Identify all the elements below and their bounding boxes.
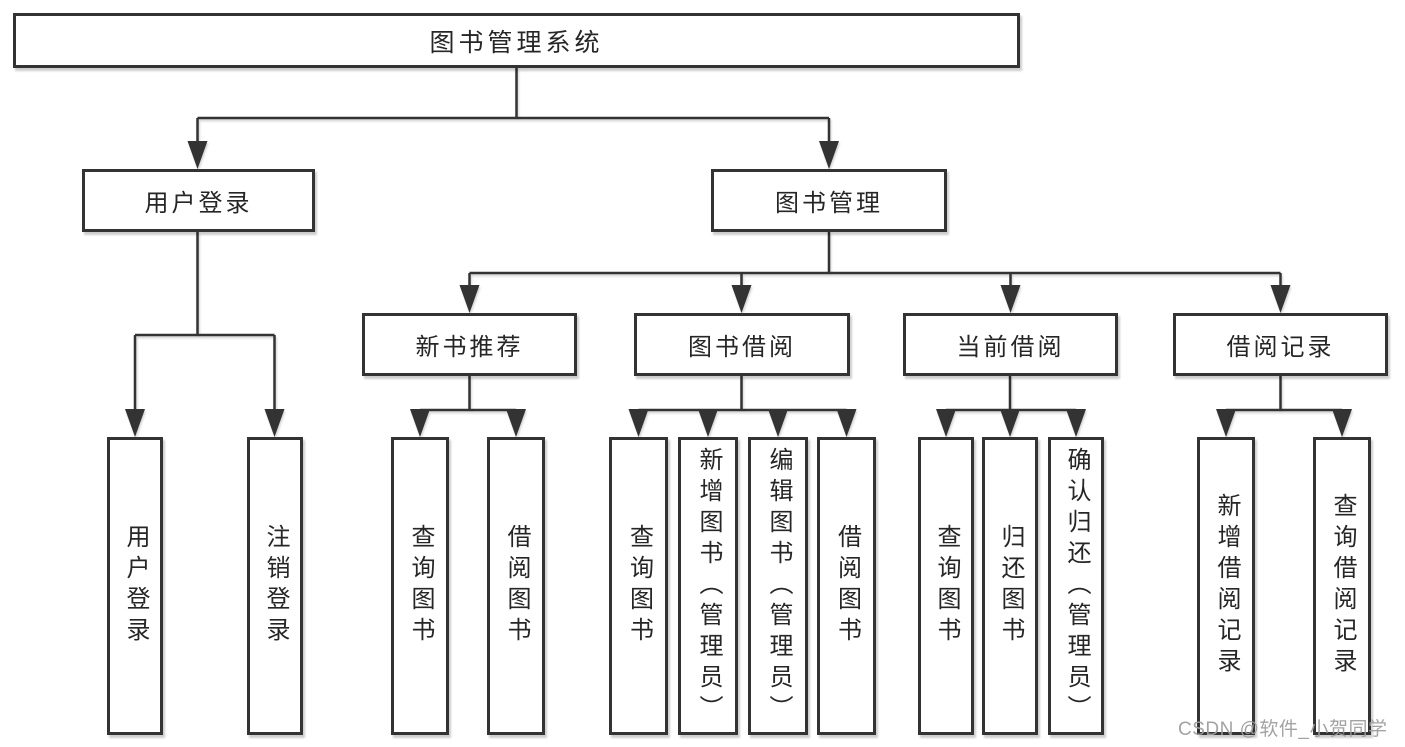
- arrow-head-icon: [410, 409, 430, 437]
- node-label: 借阅记录: [1226, 334, 1335, 361]
- node-label: 新书推荐: [415, 334, 524, 361]
- node-label: 查询图书: [933, 524, 960, 648]
- arrow-head-icon: [698, 409, 718, 437]
- arrow-head-icon: [1000, 409, 1020, 437]
- node-label: 借阅图书: [833, 524, 861, 648]
- connector-bookborrow-to-leaves: [638, 376, 847, 412]
- watermark: CSDN @软件_小贺同学: [1178, 719, 1388, 740]
- node-label: 图书管理系统: [429, 28, 604, 57]
- arrow-head-icon: [187, 141, 208, 169]
- arrow-head-icon: [264, 409, 285, 437]
- node-library-system: 图书管理系统: [13, 13, 1020, 68]
- arrow-line: [196, 118, 831, 143]
- node-label: 用户登录: [122, 524, 149, 648]
- arrow-head-icon: [819, 141, 839, 169]
- node-label: 用户登录: [144, 190, 253, 217]
- node-new-book-recommend: 新书推荐: [362, 313, 577, 376]
- leaf-add-books-admin: 新增图书（管理员）: [678, 437, 738, 735]
- connector-userlogin-to-leaves: [135, 232, 275, 337]
- connector-currentborrow-to-leaves: [946, 376, 1076, 412]
- arrow-head-icon: [628, 409, 649, 437]
- arrow-head-icon: [125, 409, 145, 437]
- arrow-head-icon: [1066, 409, 1086, 437]
- node-label: 确认归还（管理员）: [1063, 446, 1090, 726]
- leaf-return-books: 归还图书: [982, 437, 1038, 735]
- node-book-borrowing: 图书借阅: [634, 313, 850, 376]
- node-label: 查询借阅记录: [1329, 493, 1356, 679]
- arrow-head-icon: [768, 409, 788, 437]
- arrow-head-icon: [836, 409, 857, 437]
- leaf-confirm-return-admin: 确认归还（管理员）: [1048, 437, 1104, 735]
- leaf-logout: 注销登录: [247, 437, 303, 735]
- arrow-head-icon: [1216, 409, 1236, 437]
- leaf-query-books-recommend: 查询图书: [391, 437, 449, 735]
- connector-newbook-to-leaves: [420, 376, 516, 412]
- arrow-head-icon: [731, 285, 752, 313]
- leaf-borrow-books-recommend: 借阅图书: [487, 437, 545, 735]
- arrow-head-icon: [1332, 409, 1352, 437]
- connector-root-to-level1: [197, 68, 829, 120]
- arrow-head-icon: [1000, 285, 1021, 313]
- leaf-query-books-current: 查询图书: [918, 437, 974, 735]
- leaf-user-login: 用户登录: [107, 437, 163, 735]
- arrow-head-icon: [1270, 285, 1291, 313]
- node-label: 注销登录: [262, 524, 289, 648]
- node-label: 借阅图书: [503, 524, 530, 648]
- leaf-add-borrow-record: 新增借阅记录: [1197, 437, 1255, 735]
- leaf-query-borrow-record: 查询借阅记录: [1313, 437, 1371, 735]
- leaf-query-books-borrowing: 查询图书: [609, 437, 668, 735]
- leaf-edit-books-admin: 编辑图书（管理员）: [748, 437, 808, 735]
- arrow-line: [468, 273, 1282, 287]
- arrow-head-icon: [459, 285, 480, 313]
- node-label: 当前借阅: [956, 334, 1065, 361]
- node-label: 图书借阅: [688, 334, 796, 361]
- node-book-management: 图书管理: [711, 169, 947, 232]
- arrow-head-icon: [936, 409, 956, 437]
- node-label: 新增借阅记录: [1213, 493, 1240, 679]
- arrow-line: [133, 335, 276, 411]
- node-label: 新增图书（管理员）: [695, 446, 722, 726]
- node-current-borrowing: 当前借阅: [903, 313, 1118, 376]
- connector-borrowrecord-to-leaves: [1226, 376, 1342, 412]
- leaf-borrow-books-borrowing: 借阅图书: [817, 437, 876, 735]
- node-label: 图书管理: [775, 190, 883, 217]
- node-label: 查询图书: [407, 524, 434, 648]
- node-borrowing-records: 借阅记录: [1173, 313, 1388, 376]
- node-label: 编辑图书（管理员）: [765, 446, 792, 726]
- node-label: 查询图书: [625, 524, 653, 648]
- connector-bookmgmt-to-level2: [469, 232, 1281, 275]
- arrow-head-icon: [506, 409, 526, 437]
- node-label: 归还图书: [997, 524, 1024, 648]
- node-user-login: 用户登录: [82, 169, 315, 232]
